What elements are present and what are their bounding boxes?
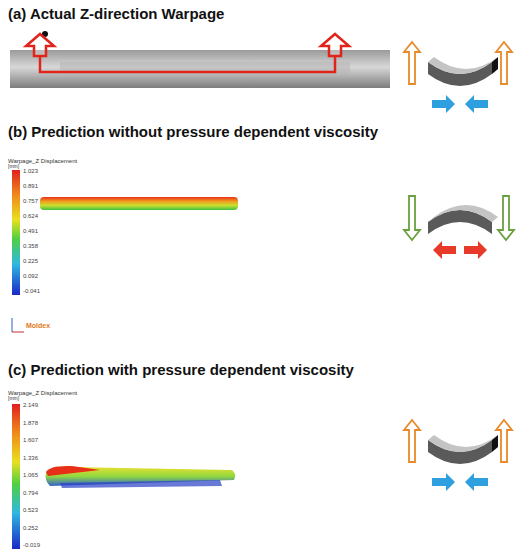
bent-bar-top [428, 435, 498, 452]
down-arrow [498, 196, 514, 240]
warp-outline [40, 56, 335, 72]
scale-value: 0.491 [23, 228, 38, 235]
scale-value: 1.607 [23, 437, 38, 444]
scale-value: 1.065 [23, 472, 38, 479]
compress-arrow [465, 95, 488, 113]
color-scale [12, 404, 20, 549]
tension-arrow [433, 241, 456, 259]
compress-arrow [432, 473, 455, 491]
compress-arrow [465, 473, 488, 491]
warp-model-hot [46, 466, 100, 476]
color-scale [12, 170, 20, 295]
scale-value: -0.041 [23, 288, 40, 295]
scale-value: -0.019 [23, 542, 40, 549]
scale-unit: [mm] [8, 164, 19, 170]
scale-unit: [mm] [8, 396, 19, 402]
warp-arrow [26, 34, 54, 56]
tension-arrow [464, 241, 487, 259]
up-arrow [404, 42, 420, 84]
software-logo: Moldex [26, 322, 50, 330]
scale-value: 2.149 [23, 402, 38, 409]
warp-model [40, 197, 238, 210]
scale-value: 0.252 [23, 525, 38, 532]
down-arrow [404, 196, 420, 240]
panel-title: (b) Prediction without pressure dependen… [8, 124, 378, 141]
up-arrow [496, 420, 512, 462]
axis-icon [12, 332, 24, 333]
bent-bar-top [428, 205, 498, 222]
up-arrow [404, 420, 420, 462]
warp-arrow [321, 34, 349, 56]
axis-icon [12, 318, 13, 332]
up-arrow [496, 42, 512, 84]
bar-end [492, 435, 498, 452]
bar-end [492, 57, 498, 74]
scale-value: 0.891 [23, 183, 38, 190]
scale-value: 0.757 [23, 198, 38, 205]
scale-value: 0.523 [23, 507, 38, 514]
scale-value: 0.092 [23, 273, 38, 280]
warp-model-cold [60, 480, 222, 488]
scale-value: 0.794 [23, 490, 38, 497]
compress-arrow [432, 95, 455, 113]
scale-value: 1.336 [23, 455, 38, 462]
scale-value: 0.624 [23, 213, 38, 220]
scale-value: 1.878 [23, 420, 38, 427]
panel-title: (c) Prediction with pressure dependent v… [8, 362, 354, 379]
panel-title: (a) Actual Z-direction Warpage [8, 6, 224, 23]
bent-bar-top [428, 57, 498, 74]
scale-value: 1.023 [23, 168, 38, 175]
scale-value: 0.358 [23, 243, 38, 250]
scale-value: 0.225 [23, 258, 38, 265]
